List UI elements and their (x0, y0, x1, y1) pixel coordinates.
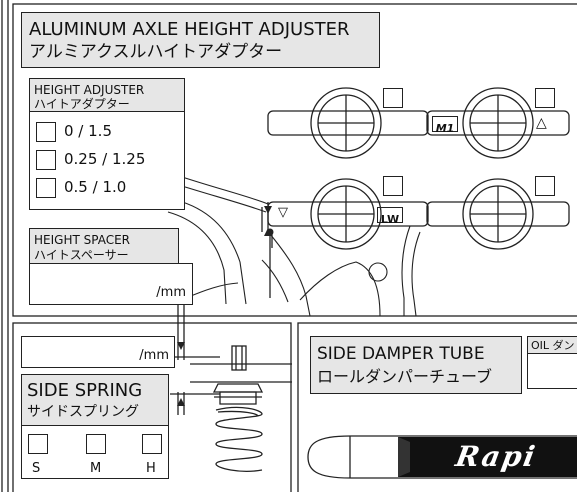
adjuster-bottom-left-checkbox[interactable] (383, 176, 403, 196)
side-damper-label-en: SIDE DAMPER TUBE (317, 344, 485, 364)
adjuster-bottom-right (426, 178, 570, 250)
side-damper-label-box: SIDE DAMPER TUBE ロールダンパーチューブ (310, 336, 522, 394)
adjuster-top-left (267, 87, 429, 159)
height-spacer-label-box: HEIGHT SPACER ハイトスペーサー (29, 228, 179, 264)
side-spring-label-jp: サイドスプリング (27, 404, 139, 420)
height-spacer-unit: /mm (156, 285, 186, 300)
adjuster-top-right-checkbox[interactable] (535, 88, 555, 108)
option-label-0-1.5: 0 / 1.5 (64, 122, 112, 140)
height-spacer-input[interactable]: /mm (29, 263, 193, 305)
spring-h-label: H (146, 461, 156, 476)
m1-mark: M1 (432, 116, 458, 135)
spring-m-label: M (90, 461, 102, 476)
spring-s-checkbox[interactable] (28, 434, 48, 454)
spring-h-checkbox[interactable] (142, 434, 162, 454)
axle-title-en: ALUMINUM AXLE HEIGHT ADJUSTER (29, 19, 350, 40)
chassis-outline (167, 174, 421, 317)
option-checkbox-0.25-1.25[interactable] (36, 150, 56, 170)
damper-stopper (398, 437, 577, 477)
side-damper-label-jp: ロールダンパーチューブ (317, 367, 493, 386)
height-indicator-top (261, 202, 273, 298)
oil-input[interactable] (527, 353, 577, 389)
axle-panel-frame (12, 3, 577, 317)
damper-tube (307, 435, 577, 479)
brand-logo-text: Rapi (453, 440, 540, 473)
spring-panel-frame (12, 322, 292, 492)
height-spacer-label-jp: ハイトスペーサー (34, 248, 129, 262)
spring-s-label: S (32, 461, 41, 476)
spring-dimension-lines (170, 305, 292, 415)
option-label-0.5-1.0: 0.5 / 1.0 (64, 178, 127, 196)
adjuster-top-right (426, 87, 570, 159)
arrow-heads (177, 206, 274, 406)
down-triangle-mark: ▽ (278, 205, 288, 220)
damper-panel-frame (297, 322, 577, 492)
side-spring-label-en: SIDE SPRING (27, 380, 143, 401)
height-adjuster-label-box: HEIGHT ADJUSTER ハイトアダプター (29, 78, 185, 112)
oil-label: OIL ダン (531, 339, 575, 352)
option-checkbox-0-1.5[interactable] (36, 122, 56, 142)
spring-m-checkbox[interactable] (86, 434, 106, 454)
triangle-mark: △ (536, 115, 547, 131)
option-label-0.25-1.25: 0.25 / 1.25 (64, 150, 146, 168)
option-checkbox-0.5-1.0[interactable] (36, 178, 56, 198)
height-adjuster-label-en: HEIGHT ADJUSTER (34, 83, 145, 97)
height-adjuster-label-jp: ハイトアダプター (34, 97, 130, 111)
shock-shaft (212, 345, 264, 405)
adjuster-top-left-checkbox[interactable] (383, 88, 403, 108)
height-adjuster-options: 0 / 1.5 0.25 / 1.25 0.5 / 1.0 (29, 111, 185, 210)
side-spring-options: S M H (21, 425, 169, 479)
axle-title-jp: アルミアクスルハイトアダプター (29, 42, 283, 62)
coil-spring (215, 406, 263, 472)
oil-label-box: OIL ダン (527, 336, 577, 354)
adjuster-bottom-right-checkbox[interactable] (535, 176, 555, 196)
height-spacer-label-en: HEIGHT SPACER (34, 233, 130, 247)
side-spring-unit: /mm (139, 348, 169, 363)
side-spring-label-box: SIDE SPRING サイドスプリング (21, 374, 169, 426)
adjuster-bottom-left (267, 178, 429, 250)
axle-title-box: ALUMINUM AXLE HEIGHT ADJUSTER アルミアクスルハイト… (21, 12, 380, 68)
side-spring-length-input[interactable]: /mm (21, 336, 175, 368)
lw-mark: LW (377, 207, 403, 226)
